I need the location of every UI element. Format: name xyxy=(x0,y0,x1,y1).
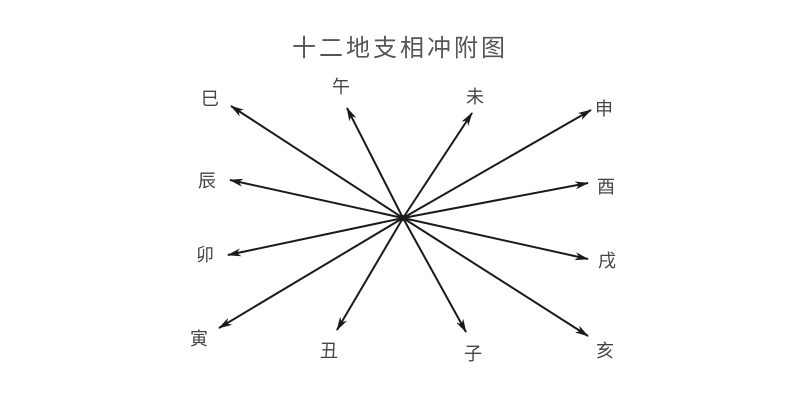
branch-label-shen: 申 xyxy=(595,99,613,120)
arrow-yin xyxy=(218,217,404,329)
arrow-shen xyxy=(402,109,592,219)
branch-label-you: 酉 xyxy=(597,177,615,198)
diagram-title: 十二地支相冲附图 xyxy=(292,34,508,62)
branch-label-chen: 辰 xyxy=(198,171,216,192)
branch-label-yin: 寅 xyxy=(190,329,208,350)
arrow-you xyxy=(402,181,589,219)
branch-label-mao: 卯 xyxy=(196,245,214,266)
branch-label-wei: 未 xyxy=(466,87,484,108)
arrow-wu xyxy=(346,107,404,219)
arrow-chou xyxy=(336,217,404,331)
arrow-group xyxy=(218,105,592,337)
arrow-chen xyxy=(229,178,404,219)
branch-label-xu: 戌 xyxy=(598,251,616,272)
arrow-zi xyxy=(402,217,467,333)
arrow-mao xyxy=(227,217,404,257)
branch-label-si: 巳 xyxy=(201,89,219,110)
arrow-wei xyxy=(402,112,473,219)
center-hub xyxy=(400,215,406,221)
arrow-si xyxy=(230,105,404,219)
arrow-hai xyxy=(402,217,589,337)
branch-label-chou: 丑 xyxy=(320,341,338,362)
arrow-xu xyxy=(402,217,589,261)
branch-label-zi: 子 xyxy=(464,344,482,365)
branch-label-wu: 午 xyxy=(332,77,350,98)
branch-label-hai: 亥 xyxy=(596,341,614,362)
